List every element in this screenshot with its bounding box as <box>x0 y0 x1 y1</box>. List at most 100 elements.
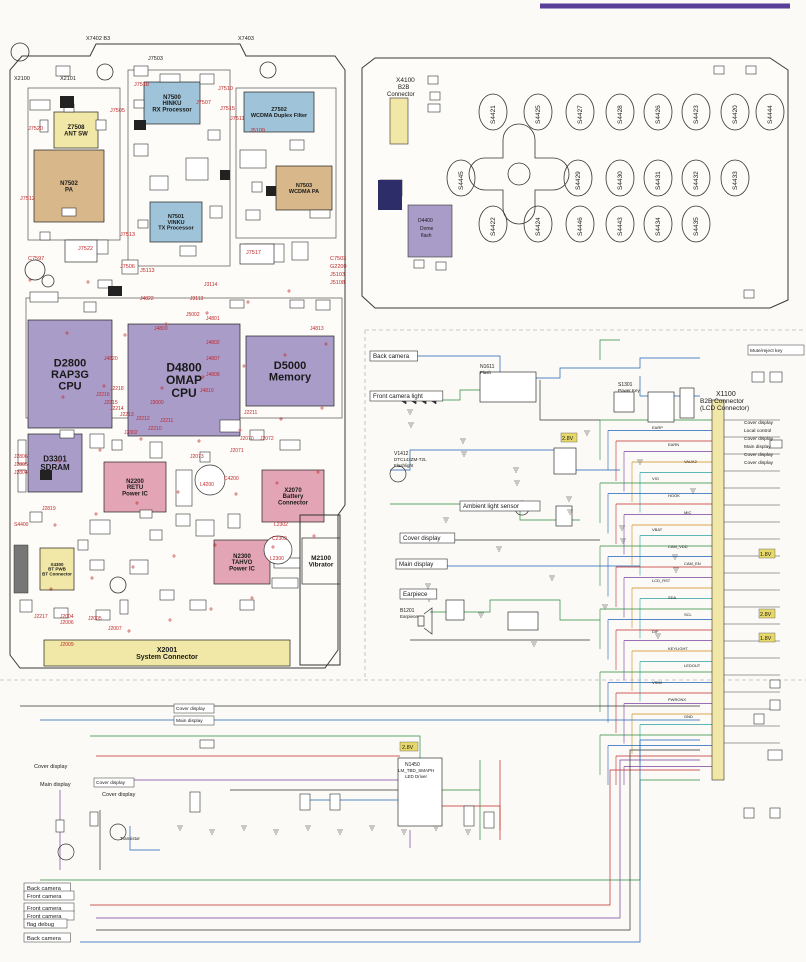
refdes-mid-32: J2006 <box>60 620 74 626</box>
test-point <box>201 375 205 379</box>
sch-ic <box>555 505 573 527</box>
schematic-net <box>430 599 600 621</box>
smd-part <box>219 419 241 433</box>
inductor-l4200 <box>194 464 226 496</box>
test-point <box>102 384 106 388</box>
smd-part <box>209 205 223 219</box>
ground-symbol <box>478 612 484 618</box>
refdes-top-12: J7512 <box>20 196 35 202</box>
refdes-top-4: J7503 <box>148 56 163 62</box>
lower-passive <box>189 791 201 813</box>
refdes-mid-20: J3302 <box>124 430 138 436</box>
net-label-15: VSIM <box>652 680 662 685</box>
ground-symbol <box>433 825 439 831</box>
ground-symbol <box>620 538 626 544</box>
d2800-ref: D2800 <box>54 357 86 369</box>
mount-hole <box>10 42 30 62</box>
sch-note-5: Cover display <box>744 460 774 466</box>
x2070-l1: Battery <box>283 494 304 500</box>
refdes-top-3: X2101 <box>60 76 76 82</box>
key-label-S4429: S4429 <box>575 171 582 190</box>
volt-tag <box>758 548 776 559</box>
ground-symbol <box>337 829 343 835</box>
refdes-mid-1: J3113 <box>190 296 203 302</box>
ground-symbol <box>401 829 407 835</box>
sch-passive <box>769 807 781 819</box>
key-dome <box>523 205 553 243</box>
lcd-connector-l2: (LCD Connector) <box>700 405 749 412</box>
smd-part <box>159 589 175 601</box>
smd-part <box>189 599 207 611</box>
test-point <box>98 448 102 452</box>
n7502-ref: N7502 <box>60 181 78 187</box>
ground-symbol <box>531 641 537 647</box>
smd-part <box>133 65 149 77</box>
refdes-mid-23: J2070 <box>240 436 254 442</box>
signal-tag-4: Main display <box>395 558 448 570</box>
navi-center <box>507 162 531 186</box>
signal-tag-text-0: Back camera <box>373 353 410 360</box>
keypad-connector-ref: X4100 <box>396 77 415 84</box>
smd-part <box>119 599 129 615</box>
ic-small <box>220 170 230 180</box>
smd-part <box>89 519 111 535</box>
n2200-l2: Power IC <box>122 491 148 497</box>
smd-part <box>121 259 139 275</box>
n7501-body <box>149 201 203 243</box>
bottom-tag-2: Front camera <box>27 906 62 912</box>
ground-symbol <box>514 480 520 486</box>
n2300-l2: Power IC <box>229 566 255 572</box>
lower-passive <box>89 811 99 827</box>
d3301-ref: D3301 <box>43 455 67 464</box>
test-point <box>139 437 143 441</box>
test-point <box>197 439 201 443</box>
d2800-l1: RAP3G <box>51 369 89 381</box>
refdes-top-18: C7503 <box>330 256 346 262</box>
sch-ic <box>507 611 539 631</box>
refdes-mid-13: J2216 <box>96 392 110 398</box>
lower-passive <box>55 819 65 833</box>
refdes-top-21: J5108 <box>330 280 345 286</box>
key-S4423: S4423 <box>681 93 711 131</box>
key-label-S4445: S4445 <box>458 171 465 190</box>
key-S4435: S4435 <box>681 205 711 243</box>
ground-symbol <box>407 409 413 415</box>
lower-small-note: Transistor <box>120 836 140 841</box>
sch-passive <box>769 371 783 383</box>
d5000-l1: Memory <box>269 372 312 384</box>
net-label-1: EARN <box>668 442 679 447</box>
n7501-ref: N7501 <box>168 214 184 220</box>
key-dome <box>720 159 750 197</box>
sch-note-3: Main display <box>744 444 771 450</box>
smd-part <box>179 245 197 257</box>
ic-small <box>40 470 52 480</box>
key-S4422: S4422 <box>478 205 508 243</box>
key-S4424: S4424 <box>523 205 553 243</box>
smd-part <box>149 441 163 459</box>
lcd-connector-ref: X1100 <box>716 391 736 398</box>
keypad-pcb: X4100 B2B Connector D4400 Dome flash S44… <box>361 57 789 309</box>
test-point <box>312 534 316 538</box>
small-components <box>17 65 331 621</box>
smd-part <box>315 299 331 311</box>
smd-part <box>29 99 51 111</box>
n2200-body <box>103 461 167 513</box>
volt-tag <box>758 632 776 643</box>
sch-part-l1-2: Power Key <box>618 388 641 393</box>
refdes-mid-6: J4802 <box>206 340 220 346</box>
net-label-10: SDA <box>668 595 677 600</box>
refdes-mid-27: L4200 <box>200 482 214 488</box>
led-driver-l1: LM_TBD_SMAPH <box>398 768 434 773</box>
smd-part <box>77 539 89 551</box>
signal-tag-box <box>369 350 418 362</box>
key-S4426: S4426 <box>643 93 673 131</box>
key-label-S4427: S4427 <box>577 105 584 124</box>
ic-small <box>60 96 74 108</box>
smd-part <box>291 241 309 261</box>
m2100-ref: M2100 <box>311 555 331 562</box>
keypad-smd <box>743 289 755 299</box>
bottom-tag-box <box>23 890 75 901</box>
test-point <box>57 459 61 463</box>
signal-tag-text-5: Earpiece <box>403 591 428 598</box>
